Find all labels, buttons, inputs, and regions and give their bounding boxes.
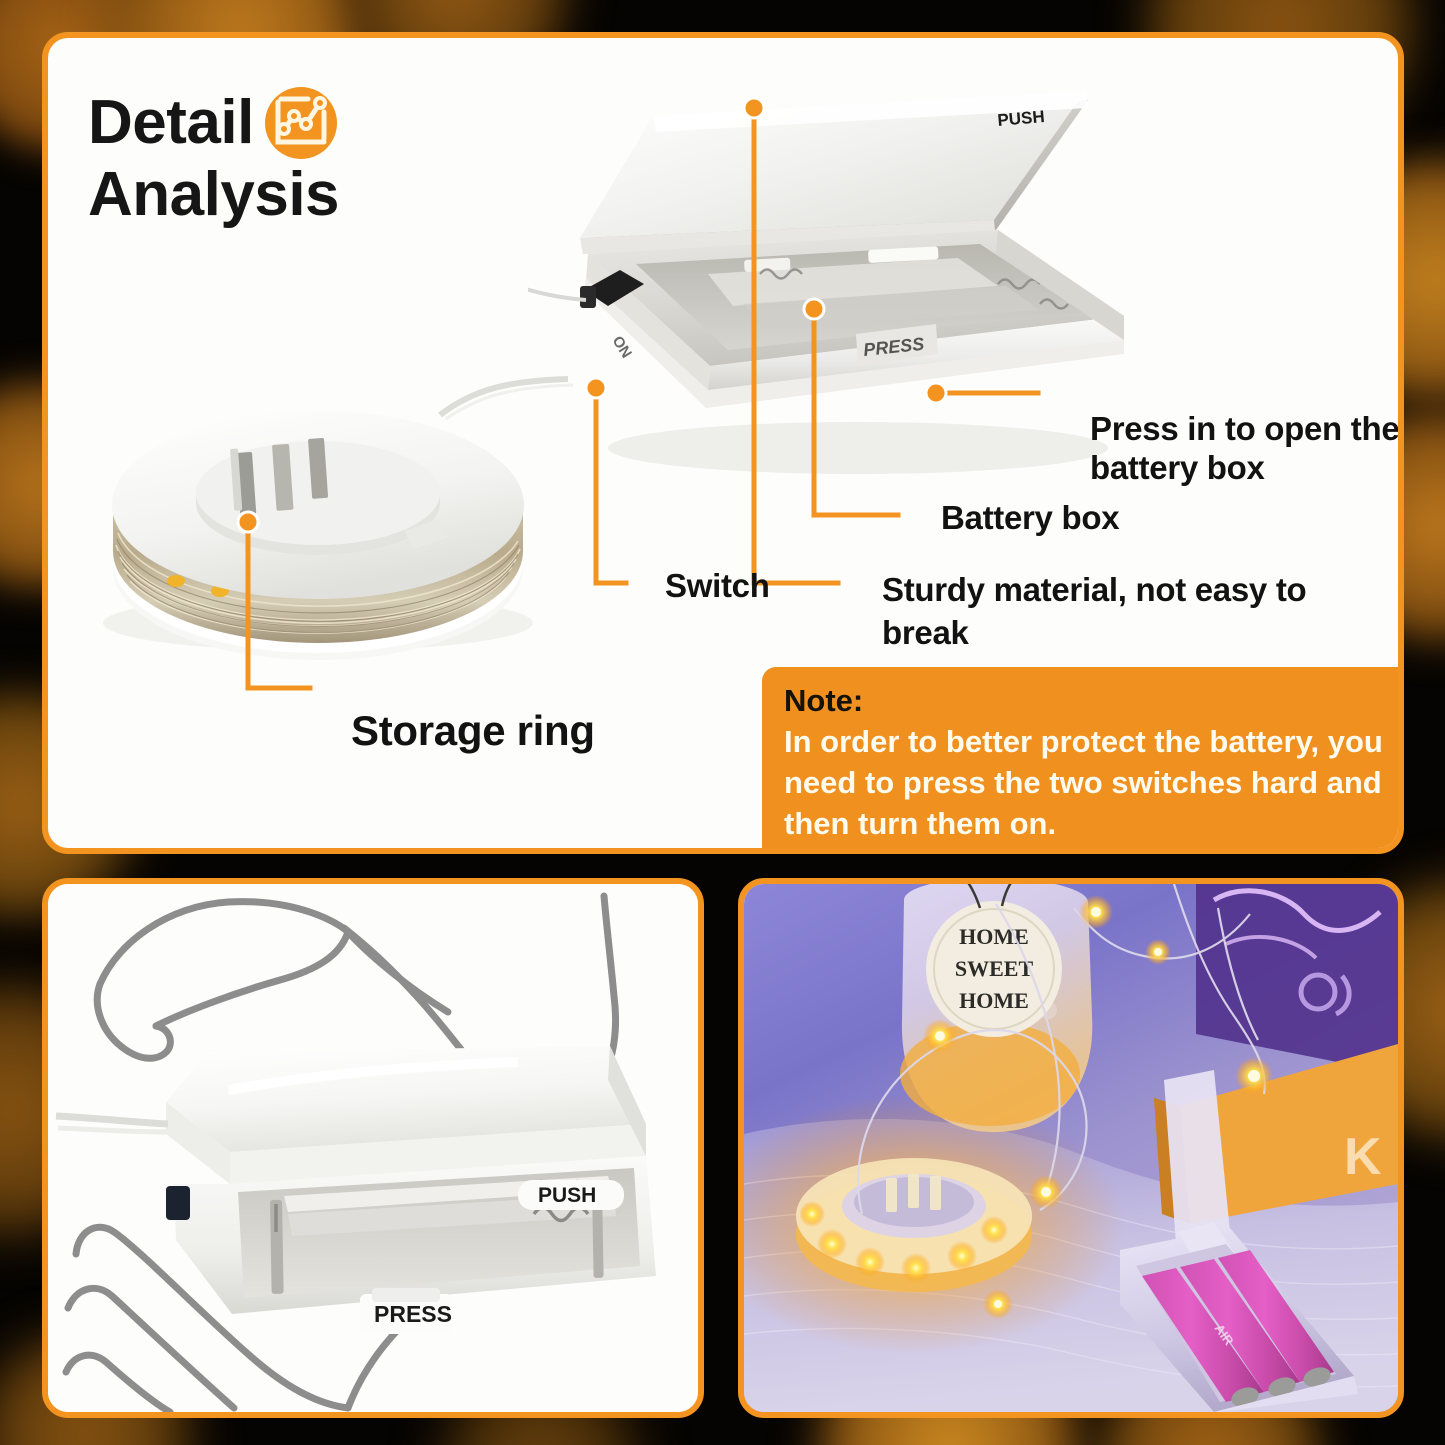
push-marking-top: PUSH: [997, 107, 1046, 130]
sign-letter: K: [1344, 1128, 1382, 1186]
note-box: Note: In order to better protect the bat…: [762, 667, 1398, 848]
note-body: In order to better protect the battery, …: [784, 724, 1383, 841]
callout-switch: Switch: [665, 567, 770, 604]
fairy-light-wire: [857, 884, 1266, 1215]
tag-line-2: SWEET: [955, 956, 1034, 981]
lit-scene-photo: HOME SWEET HOME K: [744, 884, 1398, 1412]
on-marking: ON: [609, 333, 635, 361]
hand-pressing-photo: PUSH PRESS: [48, 884, 698, 1412]
switch-black: [166, 1186, 190, 1220]
storage-ring-product-photo: [103, 376, 574, 660]
title-line-2: Analysis: [88, 160, 340, 229]
detail-analysis-panel: PUSH: [42, 32, 1404, 854]
home-sweet-home-tag: HOME SWEET HOME: [926, 884, 1062, 1037]
svg-text:PRESS: PRESS: [374, 1301, 452, 1327]
lit-fairy-lights-scene-panel: HOME SWEET HOME K: [738, 878, 1404, 1418]
tag-line-1: HOME: [959, 924, 1029, 949]
line-chart-icon: [264, 87, 337, 159]
svg-text:PUSH: PUSH: [538, 1184, 596, 1207]
battery-holder-with-batteries: AIR: [1120, 1222, 1358, 1412]
callout-sturdy-material: Sturdy material, not easy to break: [882, 571, 1307, 651]
hand-outline-lower: [62, 1223, 352, 1412]
callout-storage-ring: Storage ring: [351, 707, 595, 754]
callout-press-in-to-open: Press in to open the battery box: [1090, 410, 1400, 486]
press-marking-bottom-left: PRESS: [360, 1288, 452, 1334]
page-title: Detail Analysis: [88, 86, 508, 230]
tag-line-3: HOME: [959, 988, 1029, 1013]
title-line-1: Detail: [88, 88, 254, 157]
push-marking-bottom-left: PUSH: [518, 1180, 624, 1210]
hand-pressing-battery-box-panel: PUSH PRESS: [42, 878, 704, 1418]
led-bulbs: [923, 895, 1273, 1319]
neon-sign: [1196, 884, 1398, 1074]
callout-battery-box: Battery box: [941, 499, 1120, 536]
lit-storage-ring: [796, 1158, 1032, 1292]
aa-batteries: AIR: [1142, 1250, 1334, 1407]
note-title: Note:: [784, 683, 864, 718]
battery-box-product-photo: PUSH: [528, 90, 1124, 474]
